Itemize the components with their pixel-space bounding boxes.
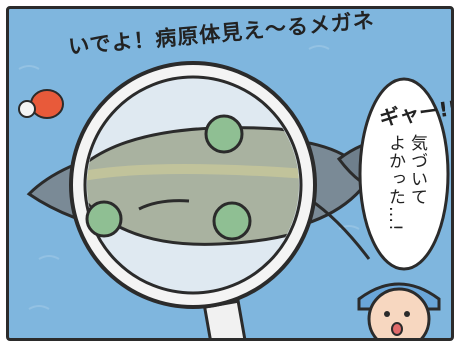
speech-line-2: よかった…! [385, 134, 405, 232]
speech-line-1: 気づいて [407, 134, 427, 206]
mascot-character-icon [18, 89, 64, 119]
scene-illustration [18, 45, 450, 338]
person-cap-icon [357, 282, 441, 338]
comic-panel: いでよ！病原体見え〜るメガネ ギャー!! 気づいて よかった…! [6, 6, 454, 341]
germ-icon [85, 114, 252, 241]
speech-bubble [358, 77, 450, 271]
